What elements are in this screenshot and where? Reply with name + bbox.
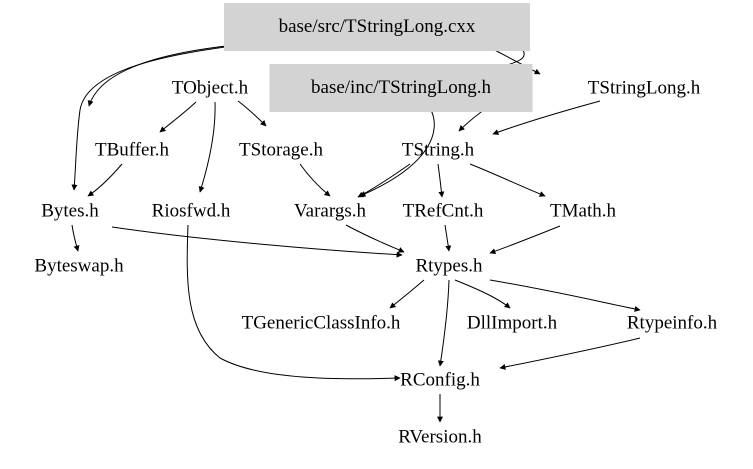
node-label: TMath.h: [550, 200, 616, 222]
node-tstring[interactable]: TString.h: [402, 141, 474, 160]
edge-riosfwd-to-rconfig: [186, 224, 401, 382]
edge-rtypes-to-tgenericclassinfo: [389, 279, 425, 309]
node-label: TObject.h: [171, 77, 249, 99]
node-byteswap[interactable]: Byteswap.h: [34, 257, 123, 276]
edge-tobject-to-riosfwd: [198, 101, 216, 193]
node-label: Riosfwd.h: [151, 200, 231, 222]
edge-src-to-bytes: [71, 44, 242, 191]
node-label: DllImport.h: [466, 312, 558, 334]
node-rconfig[interactable]: RConfig.h: [400, 371, 480, 390]
edge-tstring-to-trefcnt: [437, 163, 445, 198]
node-label: TStringLong.h: [587, 77, 701, 99]
edge-varargs-to-rtypes: [345, 224, 405, 253]
edge-tobject-to-tbuffer: [159, 101, 197, 133]
node-rtypes[interactable]: Rtypes.h: [415, 257, 482, 276]
node-label: Byteswap.h: [34, 255, 124, 277]
edge-tbuffer-to-bytes: [87, 163, 123, 197]
node-label: RVersion.h: [398, 426, 482, 448]
node-label: Varargs.h: [294, 200, 366, 222]
edge-rtypes-to-rtypeinfo: [489, 279, 641, 312]
edge-tstorage-to-varargs: [299, 163, 331, 197]
node-label: Rtypes.h: [415, 255, 483, 277]
edge-tstringlong-to-tstring: [492, 100, 601, 135]
node-label: Rtypeinfo.h: [626, 312, 718, 334]
edge-rtypeinfo-to-rconfig: [499, 337, 641, 370]
edge-bytes-to-rtypes: [111, 226, 403, 258]
node-trefcnt[interactable]: TRefCnt.h: [403, 202, 484, 221]
edge-bytes-to-byteswap: [71, 224, 80, 252]
node-bytes[interactable]: Bytes.h: [41, 202, 99, 221]
edge-rtypes-to-dllimport: [454, 279, 511, 309]
node-src[interactable]: base/src/TStringLong.cxx: [224, 3, 530, 51]
node-tstorage[interactable]: TStorage.h: [239, 141, 323, 160]
node-rversion[interactable]: RVersion.h: [398, 428, 481, 447]
edge-inc-to-varargs: [359, 107, 435, 197]
node-rtypeinfo[interactable]: Rtypeinfo.h: [627, 314, 717, 333]
edge-tobject-to-tstorage: [237, 100, 267, 127]
edge-rtypes-to-rconfig: [437, 279, 450, 367]
node-label: base/inc/TStringLong.h: [311, 77, 491, 98]
node-label: RConfig.h: [400, 369, 480, 391]
node-riosfwd[interactable]: Riosfwd.h: [152, 202, 231, 221]
node-label: base/src/TStringLong.cxx: [278, 16, 476, 37]
node-label: Bytes.h: [41, 200, 99, 222]
node-label: TBuffer.h: [94, 139, 170, 161]
node-tstringlong[interactable]: TStringLong.h: [588, 79, 700, 98]
node-label: TGenericClassInfo.h: [241, 312, 401, 334]
node-dllimport[interactable]: DllImport.h: [467, 314, 557, 333]
edge-tmath-to-rtypes: [489, 225, 561, 255]
node-varargs[interactable]: Varargs.h: [294, 202, 366, 221]
node-label: TStorage.h: [239, 139, 323, 161]
node-tmath[interactable]: TMath.h: [550, 202, 616, 221]
node-label: TString.h: [401, 139, 475, 161]
node-label: TRefCnt.h: [402, 200, 484, 222]
edge-trefcnt-to-rtypes: [444, 224, 452, 252]
edge-tstring-to-tmath: [469, 163, 546, 197]
node-tgenericclassinfo[interactable]: TGenericClassInfo.h: [242, 314, 401, 333]
node-inc[interactable]: base/inc/TStringLong.h: [269, 64, 533, 112]
edge-tstring-to-varargs: [357, 163, 411, 198]
node-tbuffer[interactable]: TBuffer.h: [95, 141, 169, 160]
node-tobject[interactable]: TObject.h: [172, 79, 248, 98]
edge-group: [71, 43, 641, 423]
